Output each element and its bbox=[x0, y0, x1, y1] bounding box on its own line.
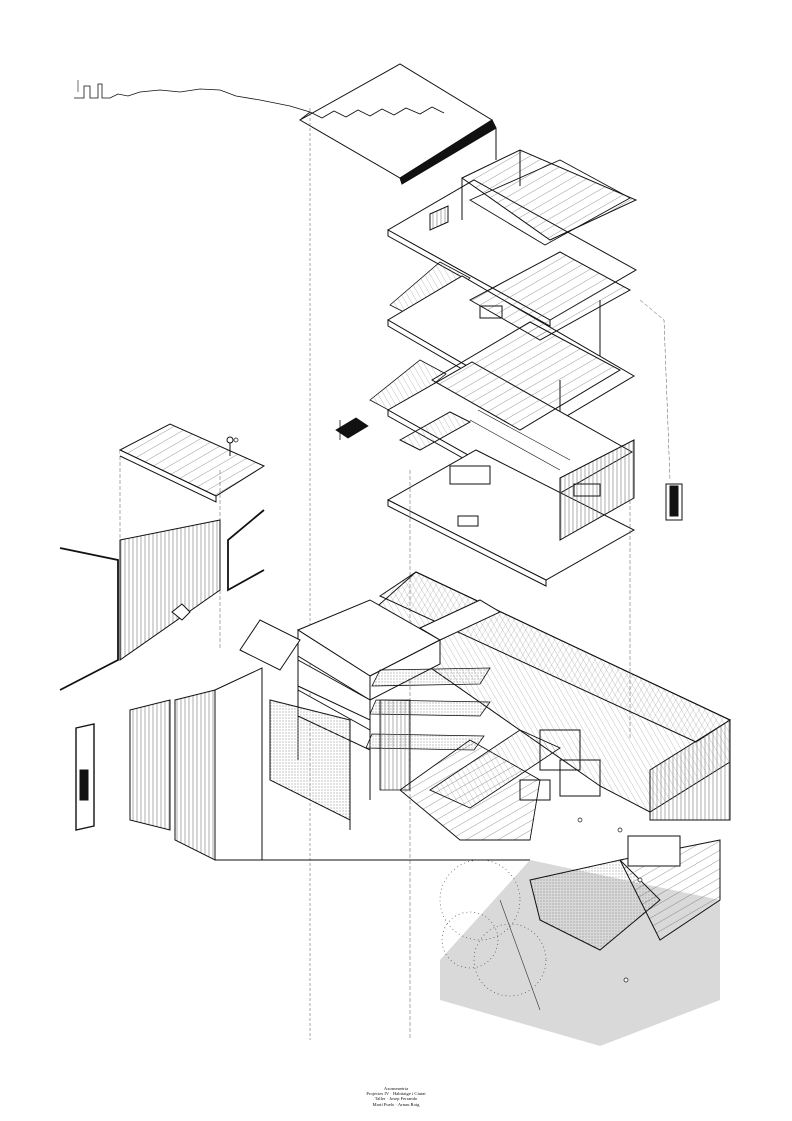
skyline-profile bbox=[74, 80, 311, 113]
glass-boxes bbox=[519, 729, 601, 801]
people-figures bbox=[233, 437, 643, 983]
foreground-facades bbox=[75, 667, 530, 861]
sunken-courtyard bbox=[440, 835, 721, 1046]
tree-canopy bbox=[439, 859, 547, 1011]
drawing-caption: Axonometria Projectes IV · Habitatge i C… bbox=[0, 1086, 792, 1107]
ground-colonnade bbox=[269, 699, 351, 830]
left-roof-fragment bbox=[118, 423, 266, 503]
lower-dwelling-slab bbox=[386, 411, 636, 587]
roof-terrace-stair bbox=[298, 63, 497, 1040]
chimney-element bbox=[665, 483, 683, 521]
left-slatted-panel bbox=[59, 509, 265, 691]
main-stair bbox=[399, 729, 561, 841]
caption-line-studio: Taller · Josep Ferrando bbox=[374, 1096, 418, 1102]
caption-line-authors: Martí Puelo · Arnau Roig bbox=[372, 1101, 420, 1107]
caption-line-title: Axonometria bbox=[383, 1086, 409, 1091]
perforated-screens bbox=[365, 667, 491, 791]
caption-line-course: Projectes IV · Habitatge i Ciutat bbox=[366, 1091, 426, 1097]
